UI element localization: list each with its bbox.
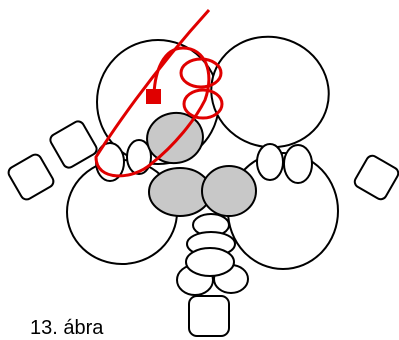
top-right-lobe: [210, 35, 330, 149]
square-left-2: [7, 153, 55, 201]
small-ellipse-right-1: [256, 143, 284, 181]
figure-caption: 13. ábra: [30, 317, 104, 339]
red-loop-path: [94, 8, 211, 178]
square-bottom: [188, 295, 230, 337]
small-ellipse-left-2: [126, 139, 152, 175]
red-ellipse-2: [182, 88, 224, 120]
red-square-marker: [146, 89, 161, 104]
square-left-1: [49, 120, 98, 169]
gray-ellipse-right: [201, 165, 257, 217]
square-right: [353, 154, 399, 201]
small-ellipse-right-2: [283, 144, 313, 184]
center-ellipse-5: [185, 247, 235, 277]
red-ellipse-1: [179, 57, 223, 89]
